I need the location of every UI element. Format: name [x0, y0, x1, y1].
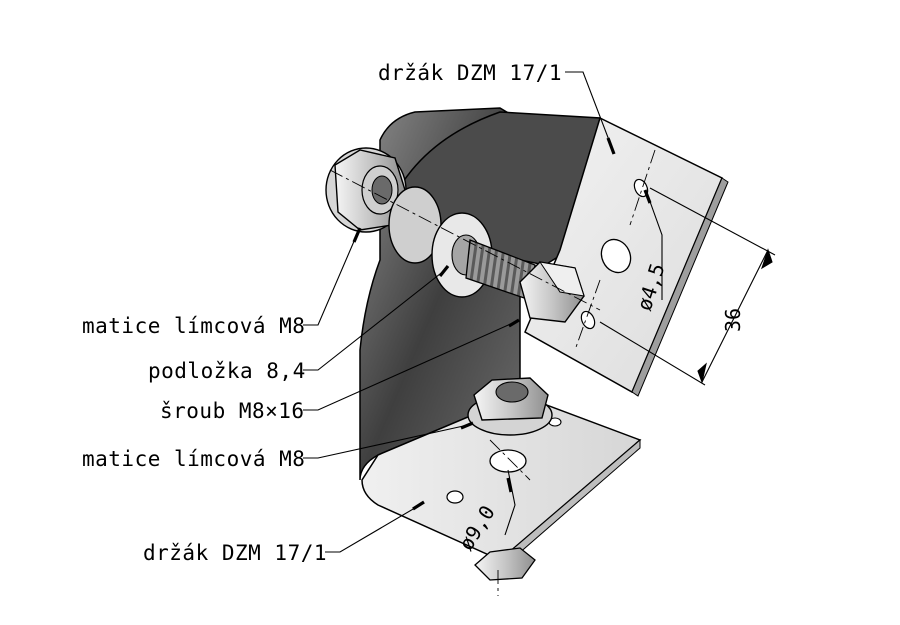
flange-hole-bottom: [580, 310, 596, 330]
nut-left: [325, 147, 407, 233]
dim-hole-spacing: 36: [721, 308, 745, 332]
leader-ticks: [352, 137, 652, 511]
bolt-head-top: [538, 261, 585, 297]
label-holder-top: držák DZM 17/1: [378, 61, 562, 85]
flange-hole-center: [600, 238, 632, 274]
leader-lines: [303, 71, 613, 553]
hole-large: [489, 449, 527, 473]
label-holder-bottom: držák DZM 17/1: [143, 541, 327, 565]
nut-bottom: [467, 377, 553, 436]
nut-left-bore: [371, 175, 393, 205]
hole-small-foot: [446, 490, 464, 504]
dimension-hole-small-leader: [647, 195, 663, 300]
label-washer: podložka 8,4: [148, 359, 306, 383]
centerlines: [329, 149, 656, 596]
label-nut-bottom: matice límcová M8: [82, 447, 305, 471]
bottom-nut-underside: [474, 547, 536, 581]
dimension-spacing: [599, 187, 776, 386]
nut-bottom-bore: [495, 381, 529, 403]
label-bolt: šroub M8×16: [160, 399, 305, 423]
label-nut-left: matice límcová M8: [82, 314, 305, 338]
flange-edge: [631, 177, 729, 397]
bracket-top: [389, 111, 729, 397]
